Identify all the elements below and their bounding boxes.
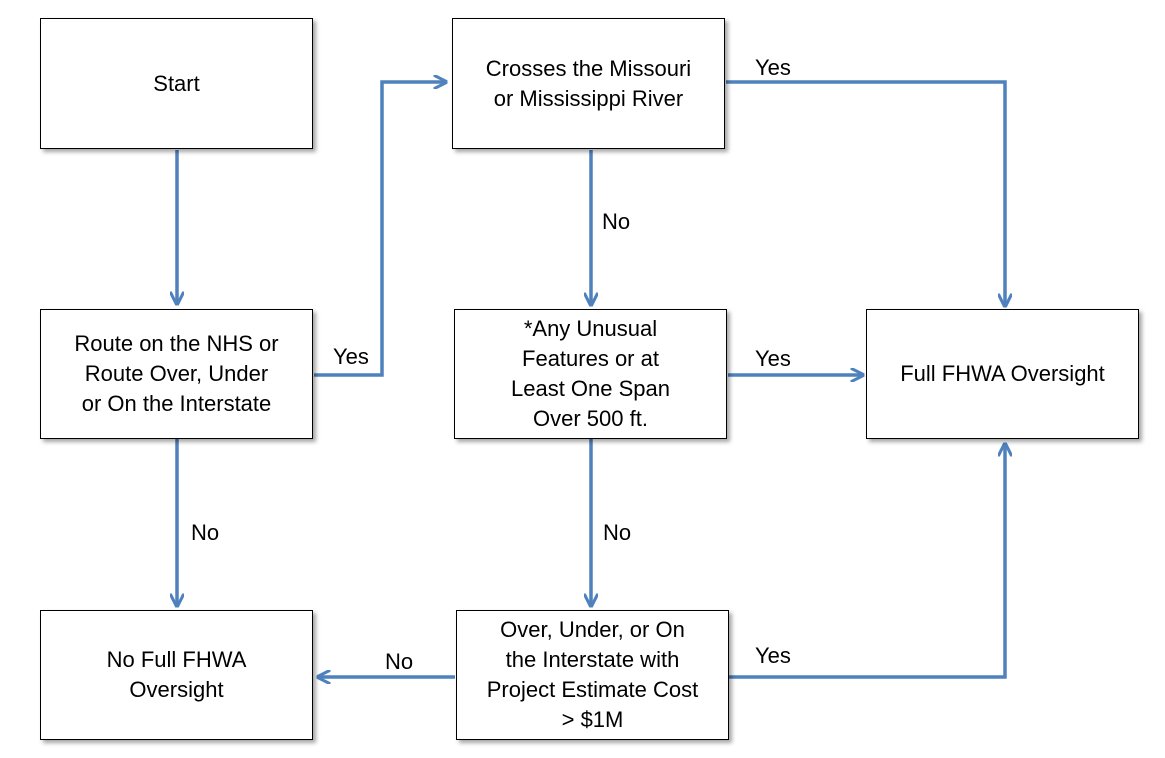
- route-nhs-node: Route on the NHS or Route Over, Under or…: [40, 309, 313, 439]
- edge-label-cost-yes: Yes: [755, 643, 791, 668]
- edge-label-crosses-no: No: [602, 209, 631, 234]
- edge-label-crosses-yes: Yes: [755, 55, 791, 80]
- unusual-features-node: *Any Unusual Features or at Least One Sp…: [454, 309, 727, 439]
- interstate-cost-node: Over, Under, or On the Interstate with P…: [456, 610, 729, 740]
- edge-label-unusual-yes: Yes: [755, 346, 791, 371]
- edge-label-route-no: No: [191, 520, 220, 545]
- edge-label-route-yes: Yes: [333, 344, 369, 369]
- full-oversight-node: Full FHWA Oversight: [866, 309, 1139, 439]
- arrow-route-to-crosses: [314, 82, 446, 377]
- arrow-crosses-to-full: [726, 80, 1005, 306]
- edge-label-cost-no: No: [385, 649, 414, 674]
- edge-label-unusual-no: No: [603, 520, 632, 545]
- no-full-oversight-node: No Full FHWA Oversight: [40, 610, 313, 740]
- arrow-cost-to-full: [729, 444, 1005, 679]
- crosses-river-node: Crosses the Missouri or Mississippi Rive…: [452, 18, 725, 149]
- start-node: Start: [40, 18, 313, 149]
